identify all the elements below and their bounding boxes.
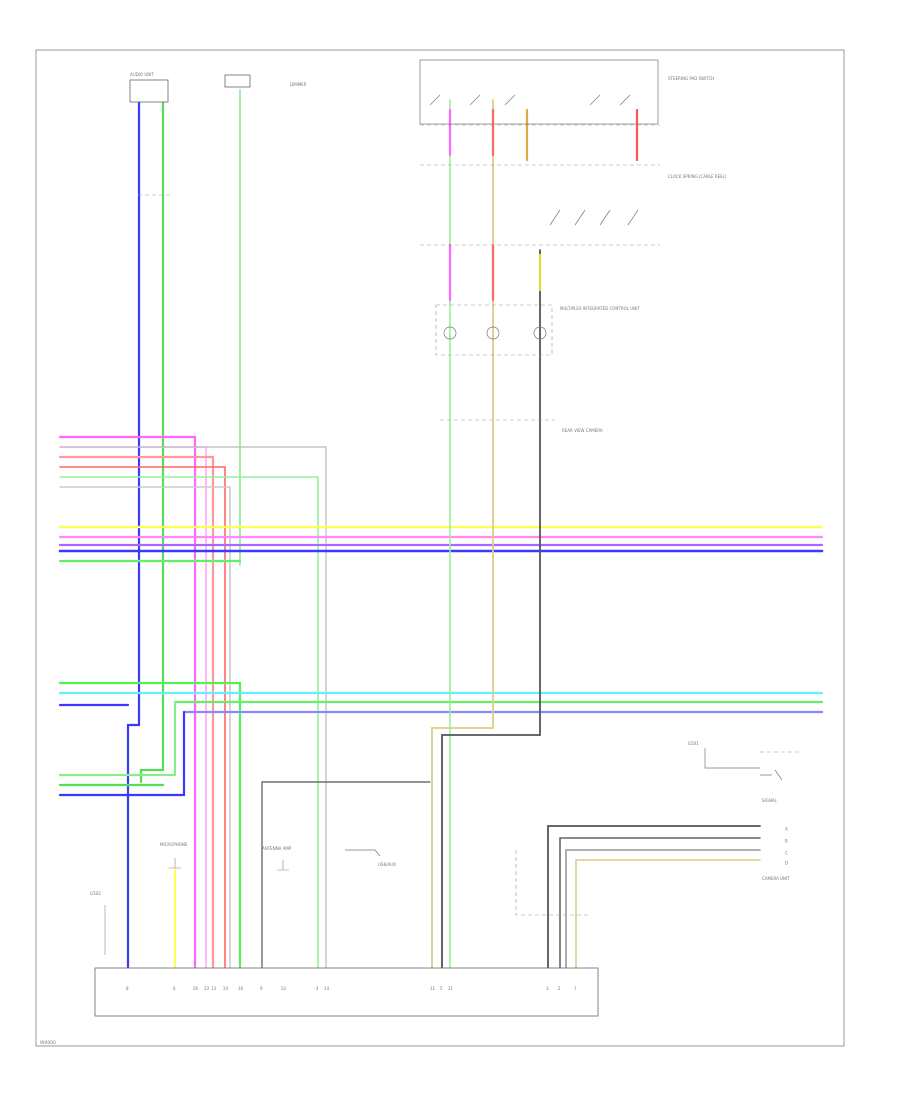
right-pin-A: A bbox=[785, 827, 788, 832]
audio-nav-module bbox=[94, 967, 599, 1017]
wire-lgray-cam bbox=[565, 849, 761, 969]
ground-switch bbox=[760, 769, 783, 781]
module-pin-11: 11 bbox=[430, 986, 436, 991]
module-pin-26: 26 bbox=[193, 986, 199, 991]
wire-green-c bbox=[59, 476, 319, 969]
wire-blue-a bbox=[126, 98, 141, 970]
mic-label: MICROPHONE bbox=[160, 842, 188, 847]
module-pin-16: 16 bbox=[238, 986, 244, 991]
wire-red-b bbox=[59, 466, 226, 969]
wire-gray-c bbox=[261, 781, 431, 969]
usb-arrow bbox=[345, 849, 381, 857]
ground-b-label: G502 bbox=[90, 891, 101, 896]
right-pin-D: D bbox=[785, 861, 788, 866]
wire-black-cam bbox=[547, 825, 761, 969]
module-pin-8: 8 bbox=[126, 986, 129, 991]
wire-tan-vert bbox=[431, 99, 494, 969]
wire-gray-vert bbox=[441, 249, 541, 969]
wire-pink-a bbox=[58, 435, 197, 970]
steering-pad-switch bbox=[419, 59, 659, 125]
rear-cam-label: REAR VIEW CAMERA bbox=[562, 428, 603, 433]
module-pin-4: 4 bbox=[316, 986, 319, 991]
signal-pair-label: SIGNAL bbox=[762, 798, 778, 803]
wire-pink-b bbox=[59, 446, 207, 969]
wire-gray-a bbox=[59, 486, 231, 969]
diagram-frame bbox=[35, 49, 845, 1047]
wire-group bbox=[58, 89, 824, 970]
multiplex-terminal-1 bbox=[443, 326, 457, 340]
wire-red-a bbox=[58, 455, 215, 970]
multiplex-terminal-2 bbox=[486, 326, 500, 340]
wire-green-a bbox=[139, 98, 165, 784]
left-top-connector bbox=[129, 79, 169, 103]
multiplex-label: MULTIPLEX INTEGRATED CONTROL UNIT bbox=[560, 306, 640, 311]
right-pin-B: B bbox=[785, 839, 788, 844]
module-pin-24: 24 bbox=[223, 986, 229, 991]
right-pin-C: C bbox=[785, 851, 788, 856]
pad-switch-contacts bbox=[429, 94, 639, 226]
footer-code: W0000 bbox=[40, 1040, 56, 1046]
wire-gray-cam bbox=[559, 837, 761, 969]
clock-spring-label: CLOCK SPRING (CABLE REEL) bbox=[668, 174, 727, 179]
ground-a-label: G501 bbox=[688, 741, 699, 746]
camera-unit-label: CAMERA UNIT bbox=[762, 876, 790, 881]
mic-ground bbox=[169, 858, 181, 869]
module-pin-14: 14 bbox=[324, 986, 330, 991]
module-pin-5: 5 bbox=[440, 986, 443, 991]
module-pin-9: 9 bbox=[260, 986, 263, 991]
module-pin-3: 3 bbox=[546, 986, 549, 991]
camera-shield bbox=[515, 850, 590, 916]
usb-label: USB/AUX bbox=[378, 862, 396, 867]
antenna-ground bbox=[277, 860, 289, 871]
left-connector-label: AUDIO UNIT bbox=[130, 72, 154, 77]
multiplex-terminal-3 bbox=[533, 326, 547, 340]
right-connector-pins: A B CD bbox=[785, 827, 788, 866]
module-pin-6: 6 bbox=[173, 986, 176, 991]
wire-tan-cam bbox=[575, 859, 761, 969]
module-pin-21: 21 bbox=[448, 986, 454, 991]
multiplex-box bbox=[435, 304, 553, 356]
ground-lead bbox=[704, 748, 760, 769]
module-pin-2: 2 bbox=[558, 986, 561, 991]
module-pin-7: 7 bbox=[574, 986, 577, 991]
module-pin-22: 22 bbox=[281, 986, 287, 991]
module-pin-23: 23 bbox=[204, 986, 210, 991]
wire-green-e bbox=[58, 700, 177, 777]
module-pin-13: 13 bbox=[211, 986, 217, 991]
dimmer-label: DIMMER bbox=[290, 82, 307, 87]
steering-pad-switch-label: STEERING PAD SWITCH bbox=[668, 76, 714, 81]
wire-green-d bbox=[58, 681, 242, 970]
antenna-amp-label: ANTENNA AMP bbox=[262, 846, 292, 851]
wire-gray-b bbox=[59, 446, 327, 969]
left-top-fuse bbox=[224, 74, 251, 88]
wire-blue-c bbox=[58, 710, 186, 797]
